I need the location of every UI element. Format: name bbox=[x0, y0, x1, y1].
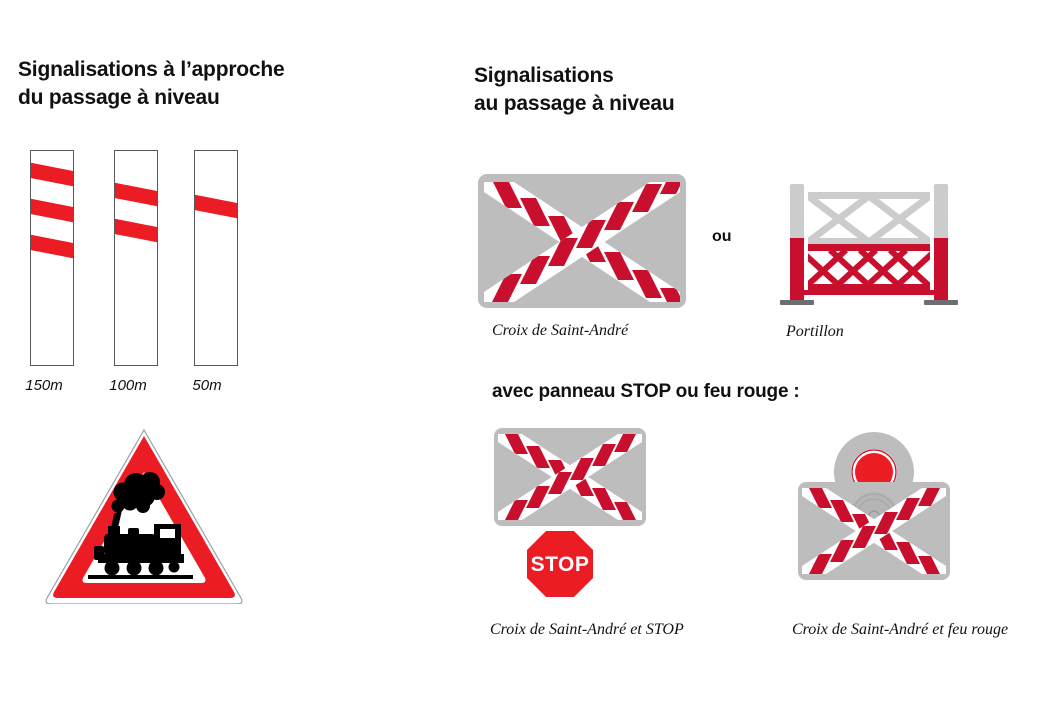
caption-croix-saint-andre-et-stop: Croix de Saint-André et STOP bbox=[490, 621, 684, 638]
portillon bbox=[778, 172, 958, 312]
croix-de-saint-andre bbox=[478, 174, 686, 308]
stop-or-red-light-subheading: avec panneau STOP ou feu rouge : bbox=[492, 381, 800, 402]
right-heading: Signalisations au passage à niveau bbox=[474, 62, 814, 118]
post-stripe bbox=[195, 194, 237, 219]
post-stripe bbox=[31, 162, 73, 187]
right-heading-line2: au passage à niveau bbox=[474, 91, 675, 115]
post-stripe bbox=[31, 234, 73, 259]
left-heading-line1: Signalisations à l’approche bbox=[18, 58, 285, 81]
post-label-100m: 100m bbox=[109, 377, 147, 394]
post-label-50m: 50m bbox=[192, 377, 222, 394]
croix-saint-andre-et-stop: STOP bbox=[494, 428, 664, 598]
left-heading-line2: du passage à niveau bbox=[18, 85, 220, 109]
post-stripe bbox=[115, 182, 157, 207]
level-crossing-warning-triangle bbox=[44, 428, 244, 604]
distance-marker-posts bbox=[18, 150, 258, 400]
caption-croix-de-saint-andre: Croix de Saint-André bbox=[492, 322, 629, 339]
post-50m bbox=[194, 150, 238, 366]
post-label-150m: 150m bbox=[25, 377, 63, 394]
stop-sign-label: STOP bbox=[531, 553, 590, 576]
left-heading: Signalisations à l’approche du passage à… bbox=[18, 56, 348, 112]
caption-croix-saint-andre-et-feu-rouge: Croix de Saint-André et feu rouge bbox=[792, 621, 1009, 638]
post-150m bbox=[30, 150, 74, 366]
or-label: ou bbox=[712, 228, 732, 245]
post-100m bbox=[114, 150, 158, 366]
croix-saint-andre-et-feu-rouge bbox=[788, 424, 958, 604]
right-heading-line1: Signalisations bbox=[474, 64, 614, 87]
caption-portillon: Portillon bbox=[786, 323, 844, 340]
post-stripe bbox=[31, 198, 73, 223]
post-stripe bbox=[115, 218, 157, 243]
